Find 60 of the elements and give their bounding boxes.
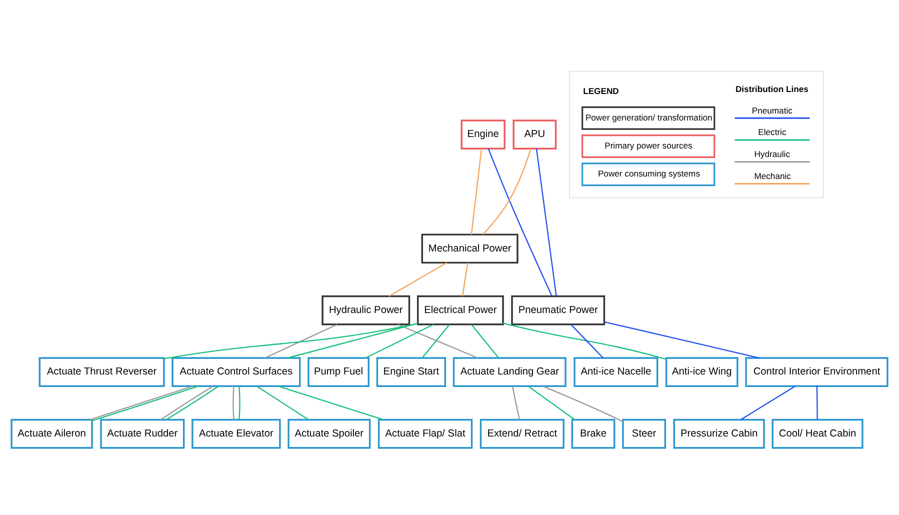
node-box: Actuate Aileron xyxy=(10,418,93,448)
connector xyxy=(365,323,434,358)
legend-label: Power consuming systems xyxy=(598,168,700,178)
connector xyxy=(160,385,214,420)
connector xyxy=(536,148,557,296)
connector xyxy=(398,323,478,358)
node-box: Anti-ice Wing xyxy=(665,356,738,386)
node-box: Actuate Landing Gear xyxy=(452,356,566,386)
label: Distribution Lines xyxy=(735,84,808,94)
legend-label: Primary power sources xyxy=(604,140,692,150)
connector xyxy=(502,322,666,360)
connector xyxy=(512,386,520,420)
connector xyxy=(164,322,418,359)
connector xyxy=(256,385,309,420)
node-box: Pump Fuel xyxy=(308,356,370,386)
node-box: APU xyxy=(512,119,557,149)
connector xyxy=(422,324,450,358)
connector xyxy=(388,262,448,296)
connector xyxy=(287,322,418,358)
connector xyxy=(232,386,234,420)
legend-label: Hydraulic xyxy=(754,148,790,159)
node-box: Actuate Flap/ Slat xyxy=(378,418,473,448)
node-box: Extend/ Retract xyxy=(480,418,564,448)
node-box: Control Interior Environment xyxy=(745,356,888,386)
node-box: Pneumatic Power xyxy=(511,294,606,325)
legend-label: Mechanic xyxy=(754,170,791,180)
node-box: Actuate Elevator xyxy=(192,418,281,448)
node-box: Actuate Rudder xyxy=(100,418,185,448)
connector xyxy=(238,386,240,420)
legend-label: Pneumatic xyxy=(752,104,792,115)
connector xyxy=(816,386,818,420)
connector xyxy=(570,324,604,358)
connector xyxy=(604,320,760,358)
node-box: Cool/ Heat Cabin xyxy=(772,418,864,448)
connector xyxy=(166,385,219,420)
node-box: Steer xyxy=(622,418,666,448)
node-box: Mechanical Power xyxy=(421,233,518,264)
connector xyxy=(528,385,576,420)
node-box: Engine xyxy=(460,119,506,149)
connector xyxy=(542,385,624,422)
node-box: Pressurize Cabin xyxy=(673,418,765,448)
label: LEGEND xyxy=(583,85,619,96)
connector xyxy=(482,148,532,234)
connector xyxy=(470,324,500,358)
node-box: Anti-ice Nacelle xyxy=(574,356,658,386)
node-box: Hydraulic Power xyxy=(322,294,410,325)
connector xyxy=(278,385,384,420)
connector xyxy=(488,148,553,296)
node-box: Actuate Spoiler xyxy=(288,418,371,448)
connector xyxy=(470,148,482,234)
connector xyxy=(740,385,796,420)
node-box: Electrical Power xyxy=(417,294,504,325)
legend-label: Electric xyxy=(758,126,786,137)
node-box: Brake xyxy=(571,418,616,448)
node-box: Engine Start xyxy=(376,356,446,386)
connector xyxy=(462,262,468,296)
connector xyxy=(264,323,338,358)
node-box: Actuate Thrust Reverser xyxy=(38,356,165,386)
legend-label: Power generation/ transformation xyxy=(585,112,712,122)
node-box: Actuate Control Surfaces xyxy=(172,356,301,386)
